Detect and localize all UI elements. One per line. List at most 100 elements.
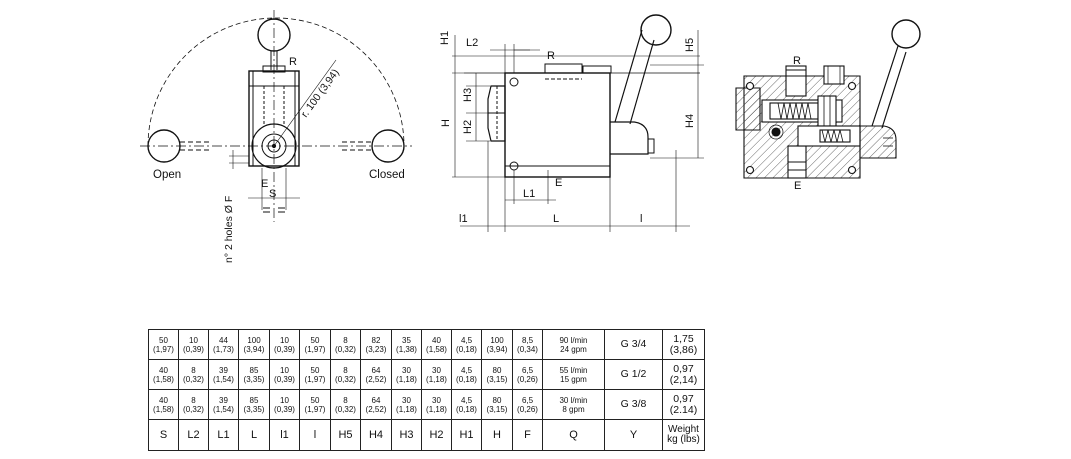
table-cell: 35(1,38) (391, 329, 422, 360)
cell-imperial: (0,39) (274, 344, 295, 354)
cell-imperial: (0,32) (335, 404, 356, 414)
label-L: L (553, 213, 559, 225)
table-cell: 64(2,52) (360, 359, 392, 390)
cell-imperial: (1,18) (396, 404, 417, 414)
side-view-labels: Open Closed R E S r. 100 (3,94) n° 2 hol… (153, 56, 405, 263)
cell-metric: 10 (189, 335, 198, 345)
cell-imperial: (1,97) (304, 404, 326, 414)
weight-lbs: (2.14) (669, 403, 698, 416)
table-header-cell: H3 (391, 419, 422, 451)
cell-metric: 39 (219, 395, 228, 405)
cell-metric: 40 (159, 365, 168, 375)
cell-metric: 82 (371, 335, 381, 345)
label-H: H (440, 119, 452, 127)
cell-metric: 50 (310, 365, 320, 375)
cell-metric: 50 (310, 335, 320, 345)
section-lever-hub (859, 125, 897, 159)
cell-metric: 4,5 (460, 365, 473, 375)
cell-metric: 40 (159, 395, 168, 405)
table-cell: 4,5(0,18) (451, 329, 482, 360)
cell-metric: 30 (402, 365, 411, 375)
weight-lbs: (3,86) (669, 343, 698, 356)
table-cell: 8(0,32) (178, 359, 209, 390)
label-E-side: E (261, 178, 268, 190)
front-view (452, 14, 704, 232)
table-row: 40(1,58)8(0,32)39(1,54)85(3,35)10(0,39)5… (148, 359, 705, 390)
label-H5: H5 (684, 38, 696, 52)
cell-imperial: (1,97) (153, 344, 174, 354)
cell-imperial: (0,18) (456, 404, 477, 414)
cell-metric: 8 (343, 395, 348, 405)
cell-metric: 4,5 (460, 395, 473, 405)
table-cell: 85(3,35) (238, 389, 270, 420)
cell-imperial: (1,97) (304, 344, 326, 354)
section-spring (777, 102, 812, 120)
cell-imperial: (0,39) (274, 374, 295, 384)
table-header-cell: L1 (208, 419, 239, 451)
cell-metric: 10 (280, 395, 289, 405)
cell-metric: 30 (402, 395, 411, 405)
hex-nut (487, 85, 506, 142)
table-cell: 50(1,97) (299, 329, 331, 360)
cell-imperial: (3,35) (243, 374, 265, 384)
cell-imperial: (3,94) (486, 344, 508, 354)
cell-metric: 30 (432, 395, 441, 405)
lever-knob-section (891, 19, 921, 49)
table-cell: 50(1,97) (299, 389, 331, 420)
table-header-cell: H2 (421, 419, 452, 451)
label-E-section: E (794, 180, 801, 192)
label-H2: H2 (462, 120, 474, 134)
cell-imperial: (0,32) (183, 404, 204, 414)
side-view (140, 10, 412, 222)
table-cell: 8(0,32) (330, 389, 361, 420)
cell-imperial: (1,54) (213, 374, 234, 384)
weight-kg: 1,75 (673, 332, 694, 345)
table-cell: 10(0,39) (269, 389, 300, 420)
label-R-side: R (289, 56, 297, 68)
table-header-cell: l1 (269, 419, 300, 451)
cell-metric: 64 (371, 395, 381, 405)
table-cell: 40(1,58) (148, 359, 179, 390)
label-R-front: R (547, 50, 555, 62)
label-R-section: R (793, 55, 801, 67)
cell-imperial: (1,18) (426, 374, 447, 384)
cell-metric: 6,5 (521, 395, 534, 405)
handle-clamp (262, 65, 286, 73)
table-cell: 8(0,32) (330, 359, 361, 390)
label-radius: r. 100 (3,94) (299, 67, 342, 120)
top-cap (544, 63, 583, 74)
cell-metric: 35 (402, 335, 411, 345)
cell-imperial: (0,34) (517, 344, 538, 354)
cell-imperial: (1,97) (304, 374, 326, 384)
cell-imperial: (3,94) (243, 344, 265, 354)
cell-imperial: (3,35) (243, 404, 265, 414)
cell-metric: 39 (219, 365, 228, 375)
cell-thread-size: G 3/8 (604, 389, 663, 420)
table-cell: 10(0,39) (269, 359, 300, 390)
cell-metric: 4,5 (460, 335, 473, 345)
table-header-cell: H1 (451, 419, 482, 451)
cell-metric: 100 (247, 335, 261, 345)
label-l: l (640, 213, 642, 225)
table-cell: 4,5(0,18) (451, 359, 482, 390)
cell-imperial: (0,32) (183, 374, 204, 384)
section-view-labels: R E (793, 55, 801, 192)
cell-imperial: (2,52) (365, 374, 387, 384)
handle-knob-open (147, 129, 181, 163)
label-L1: L1 (523, 188, 535, 200)
table-cell: 64(2,52) (360, 389, 392, 420)
table-header-cell: H4 (360, 419, 392, 451)
table-cell: 80(3,15) (481, 389, 513, 420)
table-cell: 8(0,32) (330, 329, 361, 360)
table-cell: 50(1,97) (299, 359, 331, 390)
cell-imperial: (3,15) (486, 374, 508, 384)
table-header-cell: l (299, 419, 331, 451)
table-cell: 40(1,58) (421, 329, 452, 360)
cell-metric: 8 (191, 365, 196, 375)
table-cell: 10(0,39) (178, 329, 209, 360)
table-header-cell: H5 (330, 419, 361, 451)
